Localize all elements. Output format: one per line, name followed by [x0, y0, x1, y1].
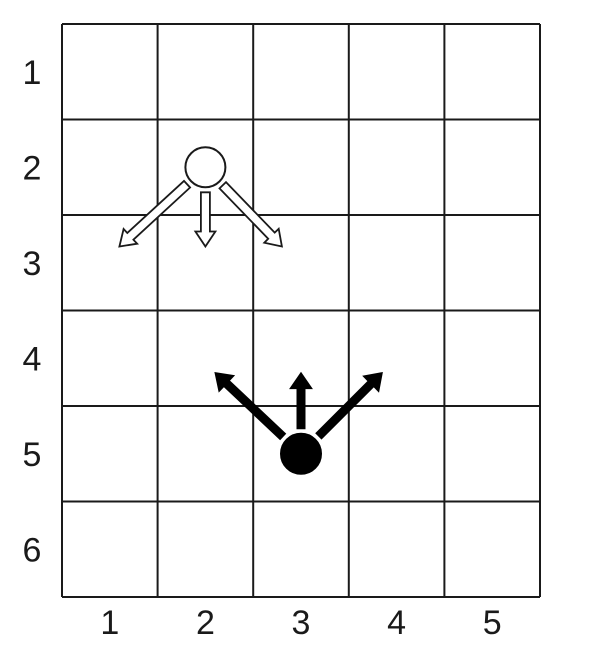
column-label: 3 — [292, 604, 311, 642]
column-label: 1 — [100, 604, 119, 642]
row-label: 1 — [23, 54, 42, 92]
black-piece-arrow-up-left-icon — [214, 371, 287, 441]
black-piece-arrow-up-right-icon — [315, 371, 383, 440]
move-arrows — [118, 179, 383, 441]
black-piece — [280, 432, 322, 475]
column-labels: 1 2 3 4 5 — [100, 604, 501, 642]
row-label: 4 — [23, 340, 42, 378]
row-label: 5 — [23, 436, 42, 474]
white-piece — [184, 146, 227, 189]
black-piece-arrow-up-icon — [289, 371, 313, 430]
column-label: 5 — [483, 604, 502, 642]
row-labels: 1 2 3 4 5 6 — [23, 54, 42, 570]
white-piece-arrow-down-left-icon — [118, 179, 192, 248]
column-label: 2 — [196, 604, 215, 642]
white-piece-arrow-down-icon — [193, 191, 218, 249]
row-label: 3 — [23, 245, 42, 283]
pieces — [184, 146, 322, 475]
column-label: 4 — [387, 604, 406, 642]
grid-lines — [61, 23, 541, 598]
row-label: 2 — [23, 149, 42, 187]
row-label: 6 — [23, 531, 42, 569]
white-piece-arrow-down-right-icon — [218, 180, 284, 248]
